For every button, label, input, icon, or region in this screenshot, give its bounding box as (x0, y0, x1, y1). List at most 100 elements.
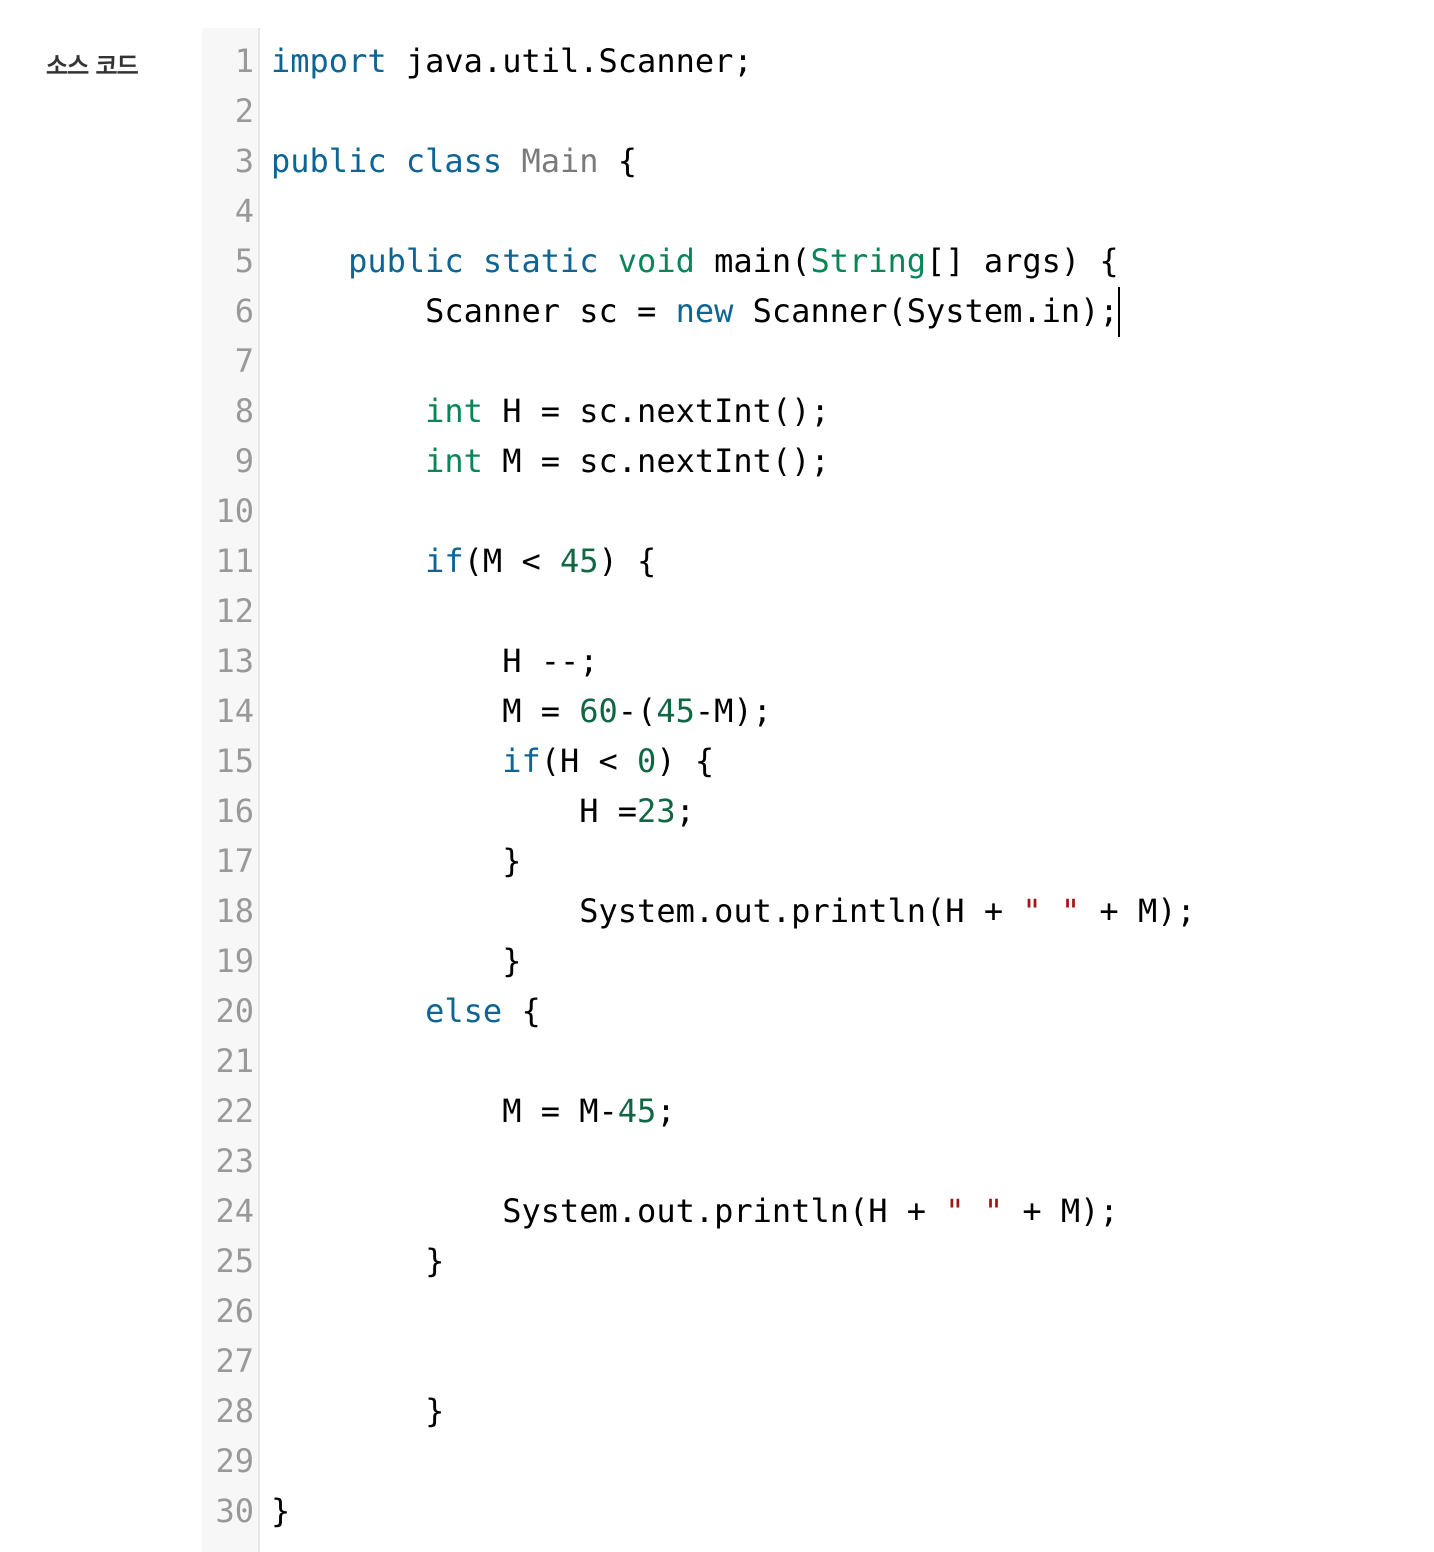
code-token: if (425, 542, 464, 580)
line-text: } (271, 1386, 444, 1436)
code-line[interactable]: 7 (202, 336, 254, 386)
code-line[interactable]: 16 H =23; (202, 786, 694, 836)
line-number: 26 (215, 1292, 254, 1330)
code-line[interactable]: 25 } (202, 1236, 444, 1286)
line-number: 1 (234, 42, 254, 80)
code-line[interactable]: 17 } (202, 836, 521, 886)
code-line[interactable]: 23 (202, 1136, 254, 1186)
line-text: H --; (271, 636, 599, 686)
code-token: } (271, 842, 522, 880)
code-line[interactable]: 11 if(M < 45) { (202, 536, 656, 586)
code-line[interactable]: 9 int M = sc.nextInt(); (202, 436, 830, 486)
code-token: System.out.println(H + (271, 1192, 946, 1230)
line-number: 19 (215, 942, 254, 980)
line-number: 8 (234, 392, 254, 430)
code-token: 45 (559, 542, 599, 580)
line-number: 11 (215, 542, 254, 580)
code-line[interactable]: 2 (202, 86, 254, 136)
line-text: } (271, 1236, 444, 1286)
code-token: } (271, 1492, 291, 1530)
code-line[interactable]: 10 (202, 486, 254, 536)
line-number: 9 (234, 442, 254, 480)
code-token: + M); (1003, 1192, 1119, 1230)
code-token: new (675, 292, 734, 330)
line-text: M = 60-(45-M); (271, 686, 772, 736)
code-token: Main (521, 142, 599, 180)
code-line[interactable]: 24 System.out.println(H + " " + M); (202, 1186, 1118, 1236)
code-line[interactable]: 8 int H = sc.nextInt(); (202, 386, 830, 436)
line-text: H =23; (271, 786, 695, 836)
line-number: 29 (215, 1442, 254, 1480)
line-number: 21 (215, 1042, 254, 1080)
line-number: 20 (215, 992, 254, 1030)
code-token: } (271, 1392, 445, 1430)
line-number: 12 (215, 592, 254, 630)
line-text: System.out.println(H + " " + M); (271, 1186, 1119, 1236)
code-token: Scanner sc = (271, 292, 676, 330)
code-line[interactable]: 18 System.out.println(H + " " + M); (202, 886, 1195, 936)
line-number: 5 (234, 242, 254, 280)
line-number: 3 (234, 142, 254, 180)
code-line[interactable]: 28 } (202, 1386, 444, 1436)
line-number: 30 (215, 1492, 254, 1530)
code-token: int (425, 392, 483, 430)
code-token: + M); (1080, 892, 1196, 930)
line-number: 7 (234, 342, 254, 380)
line-number: 4 (234, 192, 254, 230)
code-line[interactable]: 4 (202, 186, 254, 236)
code-token: 45 (617, 1092, 657, 1130)
code-token: -( (617, 692, 657, 730)
code-token: java.util.Scanner; (386, 42, 753, 80)
code-token: " " (945, 1192, 1004, 1230)
code-token: 45 (656, 692, 695, 730)
line-text: if(M < 45) { (271, 536, 656, 586)
code-token: static (482, 242, 599, 280)
code-token (271, 442, 425, 480)
code-line[interactable]: 6 Scanner sc = new Scanner(System.in); (202, 286, 1119, 336)
code-token: System.out.println(H + (271, 892, 1023, 930)
line-text: if(H < 0) { (271, 736, 714, 786)
code-token (387, 142, 406, 180)
code-token: M = (271, 692, 580, 730)
line-number: 6 (234, 292, 254, 330)
code-line[interactable]: 30} (202, 1486, 290, 1536)
code-token: (M < (463, 542, 560, 580)
code-token: else (425, 992, 503, 1030)
code-token: H --; (271, 642, 599, 680)
code-line[interactable]: 19 } (202, 936, 521, 986)
line-text: M = M-45; (271, 1086, 676, 1136)
line-number: 14 (215, 692, 254, 730)
code-line[interactable]: 15 if(H < 0) { (202, 736, 714, 786)
code-line[interactable]: 20 else { (202, 986, 540, 1036)
code-token: ) { (656, 742, 715, 780)
code-line[interactable]: 29 (202, 1436, 254, 1486)
code-token (271, 992, 425, 1030)
code-token: if (502, 742, 541, 780)
code-token: [] args) { (926, 242, 1119, 280)
code-token: M = M- (271, 1092, 618, 1130)
line-text: else { (271, 986, 541, 1036)
code-token (502, 142, 521, 180)
line-number: 28 (215, 1392, 254, 1430)
code-line[interactable]: 13 H --; (202, 636, 598, 686)
code-line[interactable]: 12 (202, 586, 254, 636)
line-text: int H = sc.nextInt(); (271, 386, 830, 436)
code-token: main( (694, 242, 811, 280)
code-token: ; (656, 1092, 676, 1130)
text-cursor (1118, 287, 1120, 337)
code-token: Scanner(System.in); (733, 292, 1119, 330)
code-line[interactable]: 14 M = 60-(45-M); (202, 686, 771, 736)
code-line[interactable]: 27 (202, 1336, 254, 1386)
code-token (271, 542, 425, 580)
code-line[interactable]: 5 public static void main(String[] args)… (202, 236, 1119, 286)
line-number: 25 (215, 1242, 254, 1280)
code-token: -M); (694, 692, 772, 730)
code-line[interactable]: 26 (202, 1286, 254, 1336)
line-number-gutter (202, 28, 260, 1552)
code-line[interactable]: 21 (202, 1036, 254, 1086)
code-line[interactable]: 22 M = M-45; (202, 1086, 675, 1136)
